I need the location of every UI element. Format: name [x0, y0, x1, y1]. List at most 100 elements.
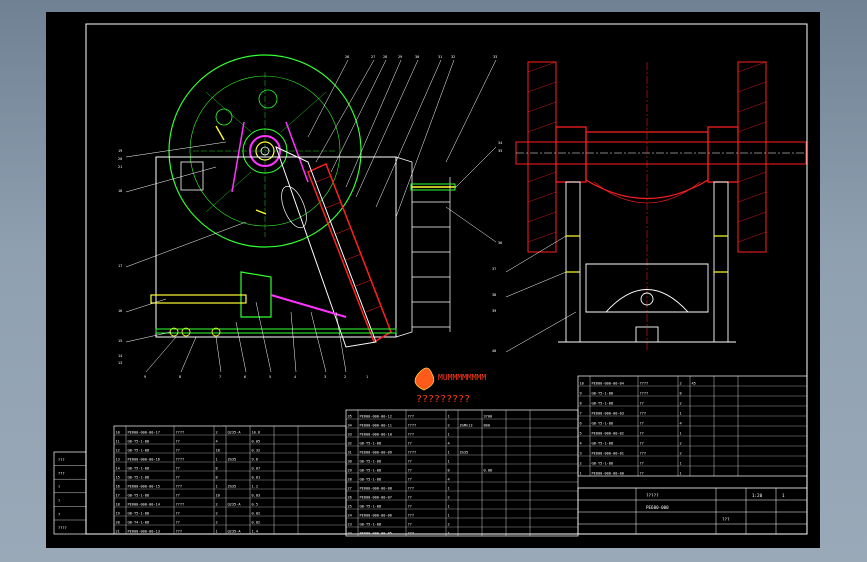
callout-label: 9 [144, 375, 146, 379]
callout-label: 13 [118, 361, 122, 365]
bom-cell: 17 [116, 493, 120, 497]
callout-label: 14 [118, 354, 122, 358]
bom-cell: PE600-000-00-08 [360, 486, 392, 490]
bom-cell: 1 [448, 414, 450, 418]
bom-cell: 33 [348, 432, 352, 436]
bom-cell: 1 [448, 531, 450, 535]
callout-label: 2 [344, 375, 346, 379]
callout-label: 4 [294, 375, 296, 379]
bom-cell: 2 [680, 441, 682, 445]
bom-cell: PE600-000-00-09 [360, 450, 392, 454]
bom-cell: 2 [448, 495, 450, 499]
stamp-label: ??? [58, 472, 65, 476]
bom-cell: ??? [176, 529, 183, 533]
logo: MUMMMMMMMM ????????? [414, 367, 486, 405]
bom-cell: PE600-000-00-06 [360, 513, 392, 517]
bom-cell: 9 [580, 391, 582, 395]
bom-cell: 0.03 [252, 493, 261, 497]
callout-label: 26 [345, 55, 349, 59]
bom-cell: 15 [116, 475, 120, 479]
bom-cell: PE600-000-00-14 [128, 502, 160, 506]
bom-cell: 2 [680, 381, 682, 385]
bom-cell: 28 [348, 477, 352, 481]
bom-cell: ??? [408, 432, 415, 436]
bom-cell: PE600-000-00-01 [592, 451, 624, 455]
bom-cell: 32 [348, 441, 352, 445]
bom-cell: 18 [116, 502, 120, 506]
bom-cell: 2 [680, 401, 682, 405]
bom-cell: 31 [348, 450, 352, 454]
bom-cell: 1.2 [252, 484, 259, 488]
bom-cell: ?? [176, 520, 180, 524]
bom-cell: 800 [484, 423, 491, 427]
bom-cell: GB-T5-1-88 [128, 466, 150, 470]
bom-cell: PE600-000-00-03 [592, 411, 624, 415]
bom-cell: 10 [216, 493, 220, 497]
bom-cell: ???? [640, 391, 649, 395]
bom-cell: ?? [640, 441, 644, 445]
callout-label: 28 [383, 55, 387, 59]
callout-label: 1 [366, 375, 368, 379]
bom-cell: 30 [348, 459, 352, 463]
bom-cell: 1 [448, 432, 450, 436]
bom-cell: 0.32 [252, 448, 261, 452]
bom-cell: ?? [408, 495, 412, 499]
bom-cell: GB-T5-1-88 [592, 401, 614, 405]
toggle-seat [240, 271, 272, 318]
bom-cell: ZGMn13 [460, 423, 473, 427]
title-block: ????? PE600-000 1:20 1 ??? [577, 487, 808, 535]
bom-cell: 5 [580, 431, 582, 435]
bom-cell: 8 [680, 391, 682, 395]
bom-cell: 2 [216, 430, 218, 434]
bom-cell: ???? [408, 450, 417, 454]
bom-cell: GB-T5-1-88 [360, 522, 382, 526]
bom-cell: 10 [580, 381, 584, 385]
leader-lines [125, 59, 577, 373]
bom-cell: 12 [116, 448, 120, 452]
bom-cell: 45 [692, 381, 696, 385]
title-scale: 1:20 [752, 493, 763, 498]
bom-cell: 10 [116, 430, 120, 434]
bom-cell: 4 [580, 441, 582, 445]
bom-cell: 34 [348, 423, 352, 427]
bom-cell: Q235-A [228, 430, 242, 434]
bom-cell: ?? [176, 493, 180, 497]
bom-cell: 0.02 [252, 511, 261, 515]
bom-cell: ?? [408, 477, 412, 481]
callout-label: 32 [451, 55, 455, 59]
bom-cell: GB-T5-1-88 [128, 511, 150, 515]
bom-cell: 8 [448, 468, 450, 472]
bom-cell: 11 [116, 439, 120, 443]
callout-label: 35 [498, 149, 502, 153]
title-material: ??? [722, 517, 730, 522]
bom-cell: 21 [116, 529, 120, 533]
bom-cell: 1 [448, 486, 450, 490]
bom-cell: GB-T5-1-88 [592, 461, 614, 465]
side-stamp-table: ????????????? [53, 451, 87, 535]
bom-cell: PE600-000-00-02 [592, 431, 624, 435]
callout-label: 36 [498, 241, 502, 245]
bom-cell: 1 [216, 529, 218, 533]
bom-cell: 20 [116, 520, 120, 524]
bom-cell: PE600-000-00-00 [592, 471, 624, 475]
